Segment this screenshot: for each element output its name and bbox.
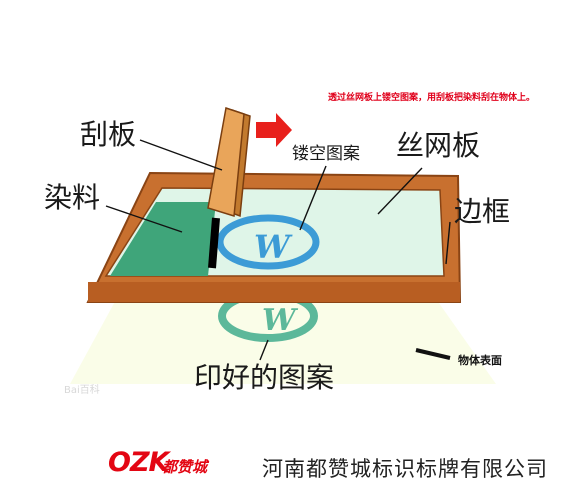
stencil-ring — [216, 214, 320, 270]
company-name: 河南都赞城标识标牌有限公司 — [262, 457, 548, 481]
company-logo-text: 都赞城 — [162, 458, 208, 476]
label-squeegee: 刮板 — [80, 118, 137, 151]
leader-ink — [105, 205, 183, 233]
stencil-letter: W — [254, 228, 293, 266]
printed-pattern-letter: W — [262, 303, 299, 338]
label-stencil: 镂空图案 — [292, 144, 360, 164]
squeegee-handle — [207, 107, 245, 217]
watermark: Bai百科 — [64, 385, 100, 396]
ink-area — [110, 202, 216, 276]
leader-surface — [415, 348, 451, 360]
label-frame: 边框 — [454, 195, 511, 228]
direction-arrow — [256, 113, 292, 147]
company-logo: OZK — [108, 447, 169, 478]
process-note: 透过丝网板上镂空图案，用刮板把染料刮在物体上。 — [328, 93, 536, 103]
leader-screen — [377, 167, 423, 215]
leader-printed — [259, 339, 269, 361]
label-screen: 丝网板 — [396, 129, 481, 162]
leader-stencil — [299, 165, 327, 231]
label-printed: 印好的图案 — [194, 361, 335, 394]
label-ink: 染料 — [44, 181, 101, 214]
leader-frame — [445, 221, 451, 265]
frame-bottom-face — [88, 282, 460, 302]
leader-squeegee — [139, 139, 223, 171]
label-surface: 物体表面 — [458, 354, 502, 367]
squeegee-blade — [208, 217, 220, 269]
